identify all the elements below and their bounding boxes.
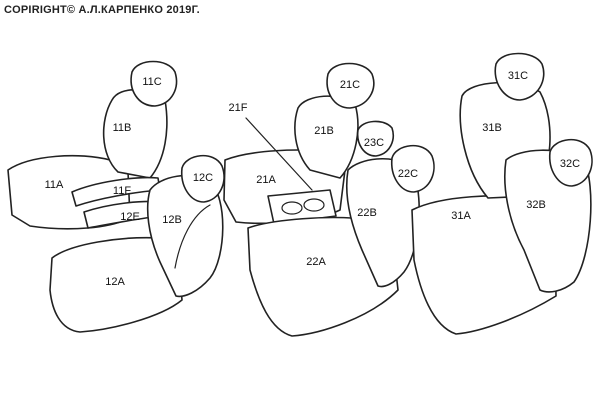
label-11a: 11A (45, 179, 64, 191)
label-31b: 31B (482, 122, 502, 134)
label-12c: 12C (193, 172, 213, 184)
label-11c: 11C (142, 76, 161, 88)
label-31a: 31A (451, 210, 471, 222)
label-22b: 22B (357, 207, 377, 219)
cupholder-left (281, 201, 303, 215)
label-21f: 21F (229, 102, 248, 114)
label-12e: 12E (120, 211, 140, 223)
label-21b: 21B (314, 125, 334, 137)
label-12b: 12B (162, 214, 182, 226)
headrest-21c (326, 62, 375, 109)
label-32b: 32B (526, 199, 546, 211)
cupholder-right (303, 198, 325, 212)
label-23c: 23C (364, 137, 384, 149)
label-32c: 32C (560, 158, 580, 170)
label-22a: 22A (306, 256, 326, 268)
leader-line-21f (245, 117, 313, 191)
headrest-12c (180, 154, 225, 203)
label-21a: 21A (256, 174, 276, 186)
label-11f: 11F (113, 185, 131, 197)
headrest-32c (548, 138, 593, 187)
headrest-22c (390, 144, 435, 193)
label-31c: 31C (508, 70, 528, 82)
label-21c: 21C (340, 79, 360, 91)
headrest-23c (356, 120, 394, 157)
seat-cushion-12a (49, 236, 183, 333)
headrest-11c (130, 60, 178, 107)
label-11b: 11B (113, 122, 132, 134)
backrest-21b (294, 95, 359, 179)
label-22c: 22C (398, 168, 418, 180)
headrest-31c (494, 52, 545, 101)
seam-12b (174, 204, 211, 269)
copyright-notice: COPIRIGHT© А.Л.КАРПЕНКО 2019Г. (4, 4, 200, 16)
label-12a: 12A (105, 276, 125, 288)
